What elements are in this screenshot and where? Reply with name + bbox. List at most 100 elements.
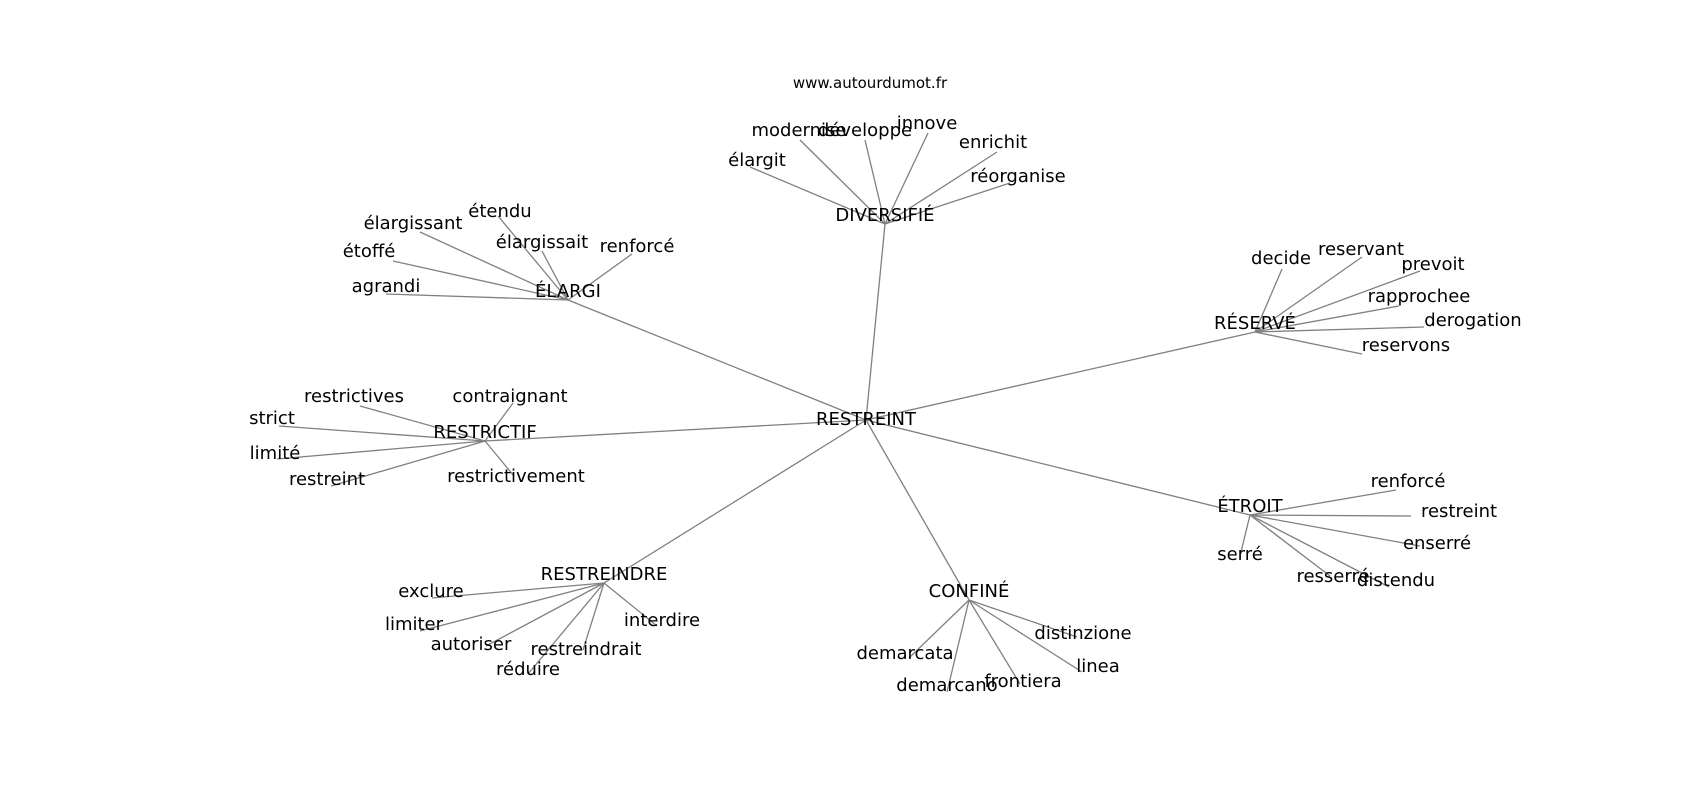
word-node-reserve-0: decide: [1251, 248, 1311, 269]
word-node-elargi-5: agrandi: [352, 276, 421, 297]
hub-node-etroit: ÉTROIT: [1217, 495, 1283, 517]
edge-confine-4: [946, 599, 970, 693]
edge-confine-3: [968, 599, 1021, 685]
edge-center-diversifie: [865, 223, 886, 421]
word-node-etroit-2: enserré: [1403, 533, 1471, 554]
word-node-restrictif-3: limité: [250, 443, 301, 464]
hub-node-reserve: RÉSERVÉ: [1214, 312, 1296, 334]
word-node-diversifie-2: développe: [818, 120, 912, 141]
edge-reserve-3: [1254, 305, 1400, 333]
word-node-restreindre-5: réduire: [496, 659, 560, 680]
edge-confine-1: [968, 599, 1083, 673]
word-node-etroit-5: distendu: [1357, 570, 1435, 591]
word-node-etroit-4: resserré: [1296, 566, 1369, 587]
edge-diversifie-5: [884, 182, 1011, 225]
word-node-etroit-1: restreint: [1421, 501, 1497, 522]
edge-diversifie-4: [884, 151, 998, 225]
edge-restreindre-3: [485, 582, 605, 647]
edge-restreindre-0: [431, 582, 605, 599]
edge-center-confine: [865, 419, 970, 601]
word-node-elargi-1: élargissant: [364, 213, 463, 234]
edge-restreindre-4: [582, 582, 605, 651]
word-node-confine-2: demarcata: [856, 643, 953, 664]
word-node-restrictif-5: restrictivement: [447, 466, 585, 487]
hub-node-elargi: ÉLARGI: [535, 280, 601, 302]
edge-elargi-5: [385, 293, 569, 301]
hub-node-confine: CONFINÉ: [929, 580, 1010, 602]
word-node-elargi-0: étendu: [468, 201, 531, 222]
edge-diversifie-1: [799, 139, 886, 225]
edge-elargi-3: [567, 253, 633, 301]
edge-diversifie-3: [884, 132, 929, 225]
word-node-diversifie-5: réorganise: [970, 166, 1066, 187]
word-node-restreindre-4: restreindrait: [531, 639, 642, 660]
word-node-elargi-4: étoffé: [343, 241, 396, 262]
edge-restrictif-0: [359, 405, 486, 442]
edge-elargi-2: [541, 250, 569, 301]
edge-center-restreindre: [603, 419, 867, 584]
word-node-restreindre-1: limiter: [385, 614, 444, 635]
edge-diversifie-2: [864, 139, 886, 225]
edge-restreindre-2: [603, 582, 658, 627]
word-node-reserve-3: rapprochee: [1368, 286, 1471, 307]
word-node-confine-1: linea: [1076, 656, 1120, 677]
edge-etroit-4: [1249, 514, 1331, 577]
word-node-diversifie-0: élargit: [728, 150, 786, 171]
edge-center-reserve: [865, 331, 1256, 421]
edge-elargi-1: [419, 231, 569, 301]
edge-reserve-4: [1254, 326, 1425, 333]
word-node-diversifie-1: modernise: [752, 120, 847, 141]
word-node-restrictif-2: strict: [249, 408, 295, 429]
hub-node-restrictif: RESTRICTIF: [433, 422, 536, 443]
word-node-etroit-3: serré: [1217, 544, 1263, 565]
hub-node-restreindre: RESTREINDRE: [541, 564, 668, 585]
word-node-confine-4: demarcano: [896, 675, 997, 696]
word-node-elargi-3: renforcé: [600, 236, 675, 257]
center-node: RESTREINT: [816, 409, 917, 430]
edge-elargi-0: [497, 215, 569, 301]
edges: [276, 132, 1425, 693]
edge-confine-0: [968, 599, 1078, 638]
labels: RESTREINT DIVERSIFIÉ élargit modernisedével…: [249, 113, 1522, 696]
word-node-elargi-2: élargissait: [496, 232, 588, 253]
hub-node-diversifie: DIVERSIFIÉ: [835, 204, 934, 226]
word-node-restreindre-2: interdire: [624, 610, 700, 631]
edge-reserve-0: [1254, 268, 1283, 333]
word-node-restrictif-0: restrictives: [304, 386, 404, 407]
edge-elargi-4: [392, 260, 569, 301]
edge-restreindre-1: [419, 582, 605, 632]
edge-center-etroit: [865, 419, 1251, 516]
edge-restrictif-1: [484, 402, 514, 442]
edge-diversifie-0: [749, 166, 886, 225]
word-node-reserve-2: prevoit: [1401, 254, 1464, 275]
edge-etroit-0: [1249, 489, 1397, 516]
edge-restrictif-5: [484, 440, 515, 477]
edge-confine-2: [908, 599, 970, 659]
edge-reserve-1: [1254, 256, 1363, 333]
edge-etroit-3: [1239, 514, 1251, 557]
word-node-confine-3: frontiera: [984, 671, 1061, 692]
edge-center-restrictif: [484, 419, 867, 442]
edge-etroit-2: [1249, 514, 1421, 547]
edge-center-elargi: [567, 299, 867, 421]
word-node-reserve-5: reservons: [1362, 335, 1450, 356]
edge-restrictif-3: [276, 440, 486, 460]
word-node-etroit-0: renforcé: [1371, 471, 1446, 492]
edge-reserve-2: [1254, 270, 1421, 333]
word-node-reserve-1: reservant: [1318, 239, 1404, 260]
edge-restrictif-2: [278, 425, 486, 442]
word-node-restreindre-0: exclure: [398, 581, 463, 602]
word-node-diversifie-3: innove: [897, 113, 958, 134]
edge-restreindre-5: [527, 582, 605, 675]
word-node-diversifie-4: enrichit: [959, 132, 1027, 153]
edge-etroit-1: [1249, 514, 1412, 517]
word-node-restrictif-1: contraignant: [452, 386, 567, 407]
edge-restrictif-4: [330, 440, 486, 487]
word-node-restreindre-3: autoriser: [431, 634, 512, 655]
word-node-restrictif-4: restreint: [289, 469, 365, 490]
edge-etroit-5: [1249, 514, 1390, 588]
edge-reserve-5: [1254, 331, 1363, 355]
source-url: www.autourdumot.fr: [793, 74, 948, 92]
word-node-confine-0: distinzione: [1034, 623, 1131, 644]
